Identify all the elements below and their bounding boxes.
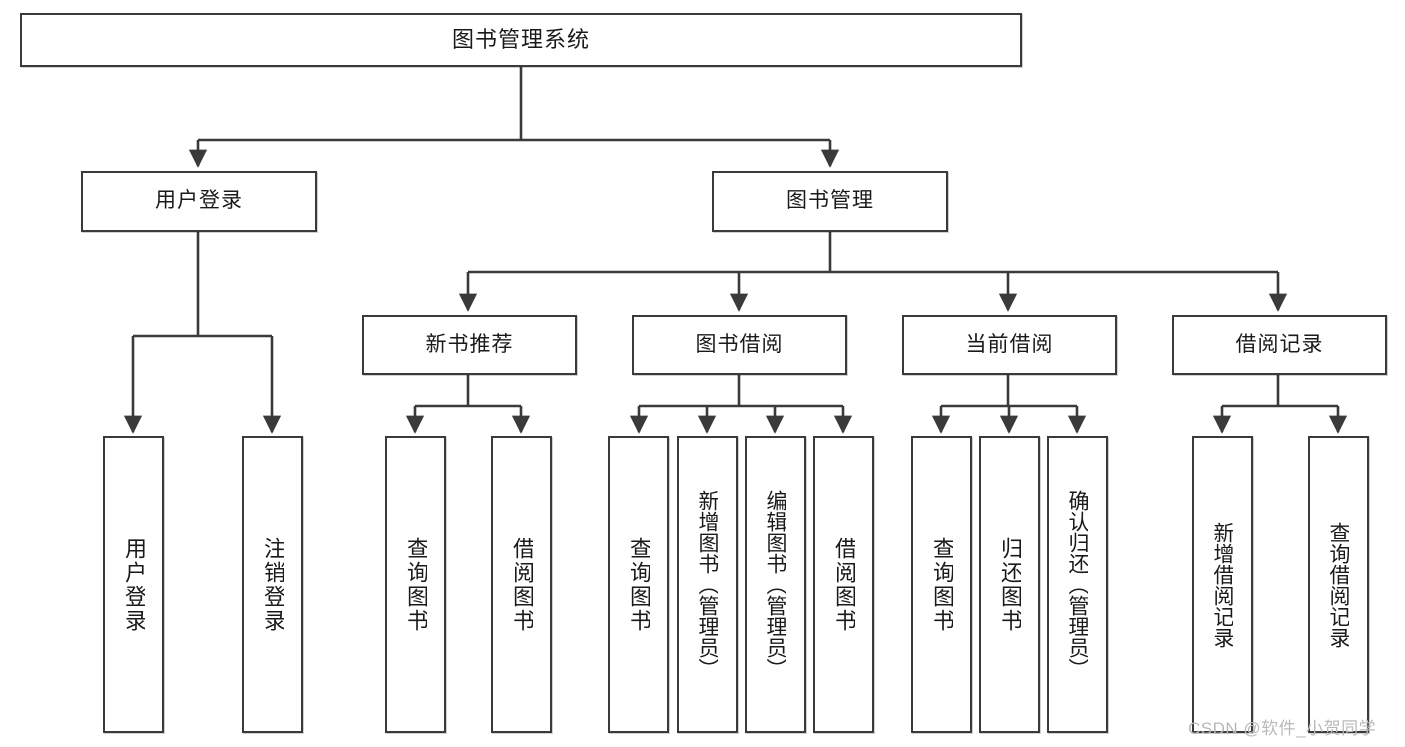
node-leaf-edit-book-admin-label: 编辑图书（管理员） [765,490,786,679]
node-new-book-recommend[interactable]: 新书推荐 [362,315,577,375]
node-leaf-confirm-return-admin[interactable]: 确认归还（管理员） [1047,436,1108,733]
node-leaf-query-book-2[interactable]: 查询图书 [608,436,669,733]
node-borrow-records[interactable]: 借阅记录 [1172,315,1387,375]
node-leaf-borrow-book-1[interactable]: 借阅图书 [491,436,552,733]
node-borrow-records-label: 借阅记录 [1235,332,1324,356]
node-root-label: 图书管理系统 [451,27,590,53]
node-book-management-label: 图书管理 [786,189,874,213]
node-leaf-query-book-1-label: 查询图书 [404,536,427,633]
node-leaf-confirm-return-admin-label: 确认归还（管理员） [1067,490,1088,679]
node-leaf-return-book[interactable]: 归还图书 [979,436,1040,733]
node-leaf-query-book-1[interactable]: 查询图书 [385,436,446,733]
node-leaf-borrow-book-2-label: 借阅图书 [832,536,855,633]
node-book-borrow[interactable]: 图书借阅 [632,315,847,375]
node-current-borrow-label: 当前借阅 [965,332,1054,356]
node-leaf-query-book-3[interactable]: 查询图书 [911,436,972,733]
node-leaf-add-book-admin[interactable]: 新增图书（管理员） [677,436,738,733]
node-leaf-query-book-2-label: 查询图书 [627,536,650,633]
csdn-watermark: CSDN @软件_小贺同学 [1188,719,1377,738]
node-user-login[interactable]: 用户登录 [81,171,317,232]
node-leaf-add-borrow-record[interactable]: 新增借阅记录 [1192,436,1253,733]
node-root[interactable]: 图书管理系统 [20,13,1022,67]
node-leaf-logout[interactable]: 注销登录 [242,436,303,733]
node-book-borrow-label: 图书借阅 [695,332,784,356]
node-leaf-user-login[interactable]: 用户登录 [103,436,164,733]
node-current-borrow[interactable]: 当前借阅 [902,315,1117,375]
node-new-book-recommend-label: 新书推荐 [425,332,514,356]
node-leaf-add-borrow-record-label: 新增借阅记录 [1212,521,1233,648]
node-leaf-query-book-3-label: 查询图书 [930,536,953,633]
node-leaf-return-book-label: 归还图书 [998,536,1021,633]
node-leaf-borrow-book-2[interactable]: 借阅图书 [813,436,874,733]
node-leaf-edit-book-admin[interactable]: 编辑图书（管理员） [745,436,806,733]
node-leaf-query-borrow-record-label: 查询借阅记录 [1328,521,1349,648]
node-leaf-user-login-label: 用户登录 [122,536,145,633]
node-user-login-label: 用户登录 [155,189,243,213]
node-leaf-borrow-book-1-label: 借阅图书 [510,536,533,633]
node-leaf-add-book-admin-label: 新增图书（管理员） [697,490,718,679]
node-book-management[interactable]: 图书管理 [712,171,948,232]
node-leaf-logout-label: 注销登录 [261,536,284,633]
node-leaf-query-borrow-record[interactable]: 查询借阅记录 [1308,436,1369,733]
